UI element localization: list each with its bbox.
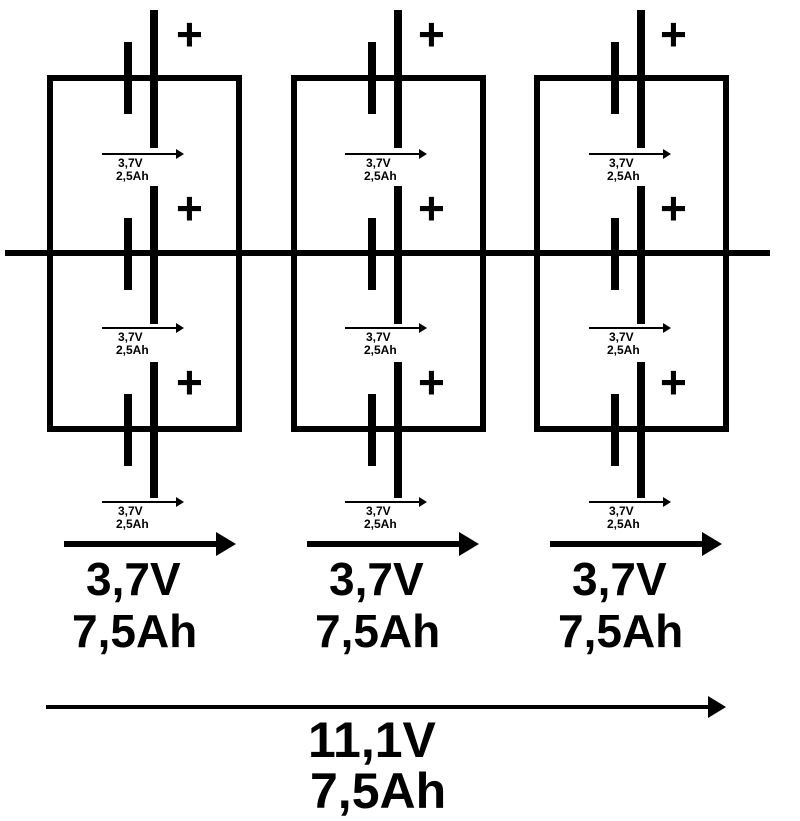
cell-capacity: 2,5Ah: [364, 169, 397, 183]
cell-2: + 3,7V 2,5Ah: [589, 182, 687, 357]
parallel-group-3: + 3,7V 2,5Ah + 3,7V 2,5Ah + 3,7V 2,5Ah 3…: [534, 8, 729, 657]
cell-2: + 3,7V 2,5Ah: [102, 182, 203, 357]
cell-capacity: 2,5Ah: [364, 343, 397, 357]
group-capacity: 7,5Ah: [72, 605, 197, 657]
cell-voltage: 3,7V: [118, 156, 143, 170]
arrow-head: [663, 149, 671, 159]
cell-voltage: 3,7V: [366, 156, 391, 170]
plus-sign: +: [176, 356, 203, 408]
parallel-frame: [291, 75, 486, 432]
cell-voltage: 3,7V: [609, 330, 634, 344]
group-voltage: 3,7V: [86, 553, 181, 605]
parallel-frame: [534, 75, 729, 432]
cell-capacity: 2,5Ah: [607, 169, 640, 183]
plus-sign: +: [418, 8, 445, 60]
total-capacity: 7,5Ah: [310, 763, 446, 819]
cell-1: + 3,7V 2,5Ah: [589, 8, 687, 183]
arrow-head: [419, 497, 427, 507]
total-arrow-head: [708, 696, 726, 718]
plus-sign: +: [418, 182, 445, 234]
cell-1: + 3,7V 2,5Ah: [102, 8, 203, 183]
group-arrow-head: [702, 532, 722, 556]
group-arrow-head: [459, 532, 479, 556]
cell-capacity: 2,5Ah: [116, 343, 149, 357]
cell-1: + 3,7V 2,5Ah: [345, 8, 445, 183]
cell-voltage: 3,7V: [366, 330, 391, 344]
plus-sign: +: [660, 182, 687, 234]
cell-3: + 3,7V 2,5Ah: [102, 356, 203, 531]
group-arrow-head: [216, 532, 236, 556]
plus-sign: +: [176, 8, 203, 60]
group-voltage: 3,7V: [572, 553, 667, 605]
arrow-head: [176, 497, 184, 507]
parallel-frame: [47, 75, 242, 432]
parallel-group-2: + 3,7V 2,5Ah + 3,7V 2,5Ah + 3,7V 2,5Ah 3…: [291, 8, 486, 657]
cell-voltage: 3,7V: [609, 504, 634, 518]
arrow-head: [663, 497, 671, 507]
pack-total: 11,1V 7,5Ah: [46, 696, 726, 819]
group-voltage: 3,7V: [329, 553, 424, 605]
arrow-head: [419, 149, 427, 159]
cell-capacity: 2,5Ah: [364, 517, 397, 531]
plus-sign: +: [660, 356, 687, 408]
cell-capacity: 2,5Ah: [116, 169, 149, 183]
total-voltage: 11,1V: [308, 712, 437, 768]
cell-2: + 3,7V 2,5Ah: [345, 182, 445, 357]
cell-voltage: 3,7V: [366, 504, 391, 518]
cell-voltage: 3,7V: [118, 504, 143, 518]
cell-capacity: 2,5Ah: [607, 517, 640, 531]
cell-3: + 3,7V 2,5Ah: [345, 356, 445, 531]
arrow-head: [419, 323, 427, 333]
parallel-group-1: + 3,7V 2,5Ah + 3,7V 2,5Ah + 3,7V 2,5Ah: [47, 8, 242, 657]
cell-capacity: 2,5Ah: [607, 343, 640, 357]
group-capacity: 7,5Ah: [315, 605, 440, 657]
plus-sign: +: [660, 8, 687, 60]
arrow-head: [663, 323, 671, 333]
cell-3: + 3,7V 2,5Ah: [589, 356, 687, 531]
cell-voltage: 3,7V: [609, 156, 634, 170]
cell-voltage: 3,7V: [118, 330, 143, 344]
arrow-head: [176, 323, 184, 333]
plus-sign: +: [176, 182, 203, 234]
plus-sign: +: [418, 356, 445, 408]
group-capacity: 7,5Ah: [558, 605, 683, 657]
cell-capacity: 2,5Ah: [116, 517, 149, 531]
arrow-head: [176, 149, 184, 159]
